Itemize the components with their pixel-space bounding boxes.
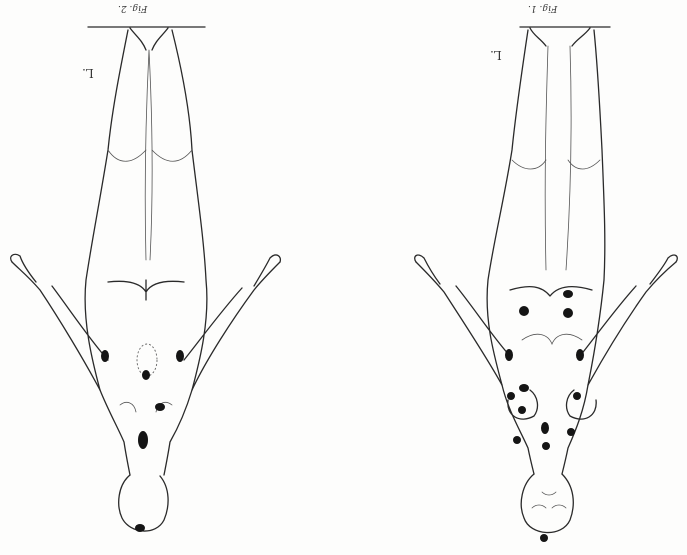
fig-1-left-arm [416,262,510,385]
fig-1-spot [541,422,549,434]
fig-2-torso [100,390,192,475]
fig-2-left-hand [11,254,36,282]
fig-2-spot [155,403,165,411]
fig-2-right-leg [172,30,207,390]
fig-2-spot [135,524,145,532]
fig-1-knees [512,160,600,169]
fig-1-left-hand [415,255,440,284]
fig-2-body [11,27,281,532]
fig-1-feet [530,28,590,46]
fig-1-spot [576,349,584,361]
fig-1-head [521,474,573,533]
fig-2-head [119,475,168,531]
fig-1-body [415,27,678,542]
fig-1-leg-divide [545,46,571,270]
fig-1-spot [507,392,515,400]
fig-2-spot [101,350,109,362]
fig-1-spot [563,308,573,318]
fig-1-spot [573,392,581,400]
fig-1-spot [513,436,521,444]
fig-1-right-arm [580,262,676,385]
fig-1-spot [563,290,573,298]
fig-2-right-hand [254,255,280,286]
fig-1-spot [542,442,550,450]
fig-1-groin [510,287,592,296]
fig-1-spot [567,428,575,436]
fig-1-spot [519,306,529,316]
fig-2-leg-divide [145,50,152,260]
fig-1-chest [508,390,596,419]
fig-2-spot [138,431,148,449]
fig-1-spot [518,406,526,414]
fig-1-left-leg [487,30,528,385]
fig-2-feet [130,28,168,50]
fig-2-gluteal-crease [108,280,184,300]
fig-1-spot [505,349,513,361]
fig-2-knees [108,150,192,161]
fig-2-right-arm [184,262,280,390]
fig-2-spot [142,370,150,380]
fig-1-spot [540,534,548,542]
fig-1-right-leg [588,30,605,385]
fig-2-left-leg [85,30,128,390]
fig-2-spot [176,350,184,362]
fig-1-abdomen [522,334,582,344]
fig-1-right-hand [650,255,677,284]
fig-1-spot [519,384,529,392]
fig-2-left-arm [12,262,108,390]
fig-1-face [532,492,566,508]
